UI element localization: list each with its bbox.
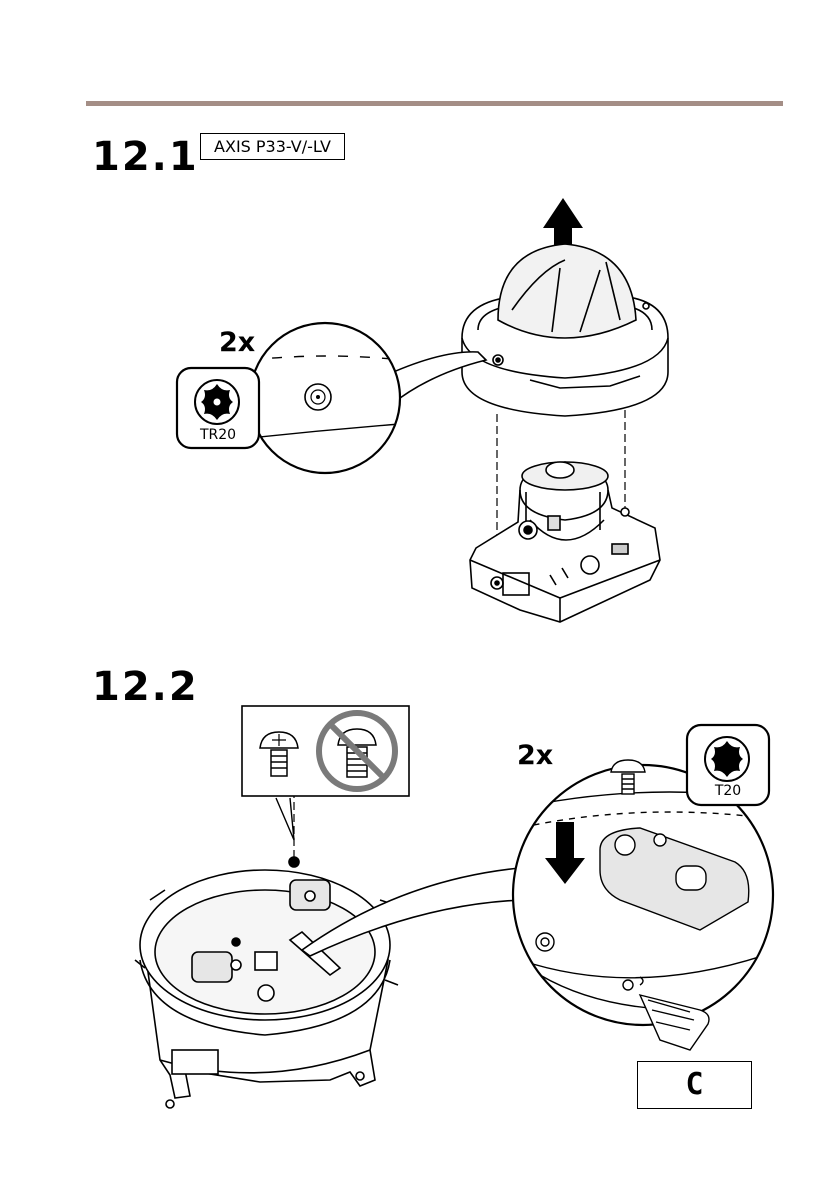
- dome-cover: [462, 244, 668, 416]
- screw-count-1: 2x: [219, 329, 255, 356]
- step-12-2-number: 12.2: [92, 667, 199, 707]
- mounting-bracket: [135, 857, 398, 1108]
- tool-label-t20: T20: [687, 784, 769, 798]
- prohibited-screw-icon: [319, 713, 395, 789]
- screw-count-2: 2x: [517, 742, 553, 769]
- camera-base: [470, 462, 660, 622]
- connector-label-box: C: [637, 1061, 752, 1109]
- tool-label-tr20: TR20: [177, 428, 259, 442]
- screw-comparison-panel: [242, 706, 409, 840]
- detail-magnifier-screw: [250, 323, 486, 473]
